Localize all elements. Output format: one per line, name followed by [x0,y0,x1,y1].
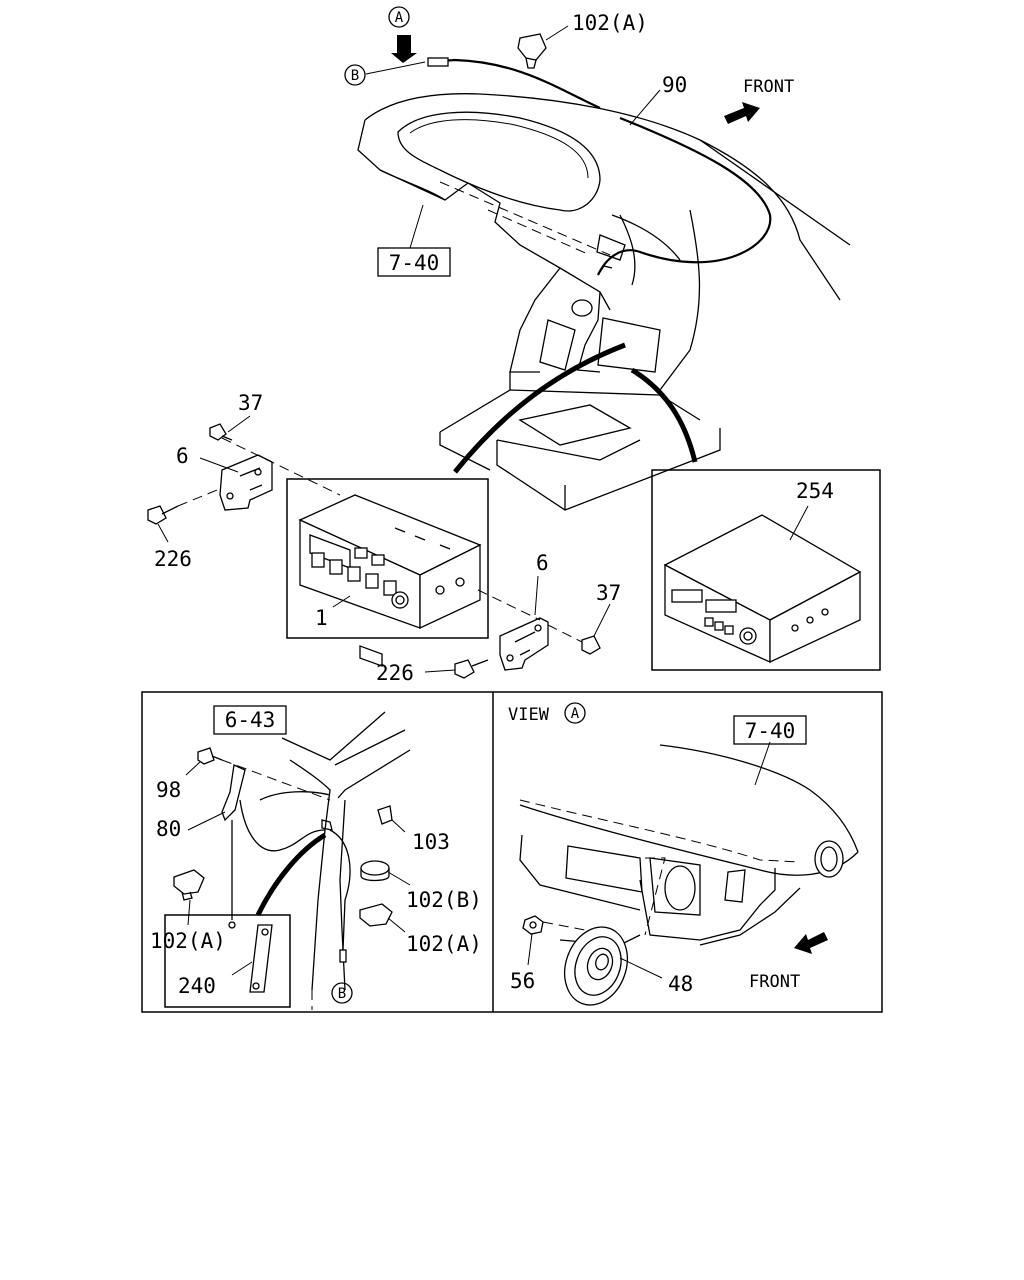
leader-226-right [424,669,456,673]
bolt-37-left [209,423,233,441]
callout-103: 103 [412,830,450,854]
callout-48: 48 [668,972,693,996]
front-label-view-a: FRONT [749,972,800,992]
callout-102a-left: 102(A) [150,929,226,953]
leader-102a-left [187,899,191,926]
leader-bolt-37-right [547,624,583,643]
callout-1: 1 [315,606,328,630]
leader-98 [185,761,201,776]
callout-80: 80 [156,817,181,841]
radio-unit-1 [298,494,482,667]
antenna-240 [249,924,273,993]
radio-unit-254 [663,514,862,664]
antenna-feeder-80 [221,764,351,963]
callout-102a-top: 102(A) [572,11,648,35]
front-arrow-top-icon [724,102,760,124]
view-curve-240 [255,832,327,917]
leader-6-left [199,457,239,473]
ref-box-panel-view-a [733,715,807,745]
ref-panel-view-a[interactable]: 7-40 [745,719,796,743]
marker-b-top-circle [344,64,366,86]
marker-b-top: B [351,68,359,84]
clamp-103 [377,805,393,825]
callout-226-right: 226 [376,661,414,685]
antenna-cable-90 [427,57,772,276]
clip-102a-right [359,903,393,927]
leader-bolt-226-left [177,487,223,507]
bracket-6-left [219,454,273,511]
nut-56 [522,915,544,935]
callout-240: 240 [178,974,216,998]
marker-b-bottom-circle [331,982,353,1004]
callout-226-left: 226 [154,547,192,571]
leader-radio-bracket-right [477,589,541,621]
leader-screw-98 [221,759,331,801]
ref-panel-top[interactable]: 7-40 [389,251,440,275]
leader-bolt-37-left [221,437,341,496]
leader-37-left [227,415,251,433]
view-a-arrow-top [391,35,417,63]
view-a-marker-circle [564,702,586,724]
pillar-drawing [259,711,411,1010]
leader-nut-56 [542,921,586,931]
leader-80 [187,811,226,831]
leader-240 [231,961,253,976]
front-label-top: FRONT [743,77,794,97]
callout-56: 56 [510,969,535,993]
view-a-label: VIEW [508,705,550,725]
ref-box-panel-top [377,247,451,277]
marker-b-bottom: B [338,986,346,1002]
callout-6-left: 6 [176,444,189,468]
leader-7-40 [409,204,424,249]
callout-102b: 102(B) [406,888,482,912]
marker-a-top: A [395,10,404,26]
radio-box [286,478,489,639]
leader-37-right [593,603,611,637]
bottom-panels-frame [141,691,883,1013]
leader-102a-right [387,917,406,933]
radio-254-box [651,469,881,671]
bolt-226-right [454,659,489,679]
leader-254 [789,505,809,541]
callout-98: 98 [156,778,181,802]
leader-48 [619,957,663,979]
marker-a-top-circle [388,6,410,28]
leader-102b [387,871,411,886]
callout-37-left: 37 [238,391,263,415]
instrument-panel-drawing [357,93,851,511]
leader-103 [391,819,406,833]
leader-90 [629,89,661,126]
screw-98 [197,747,223,765]
bolt-37-right [581,635,601,655]
ref-box-pillar [213,705,287,735]
antenna-240-box [164,914,291,1008]
callout-6-right: 6 [536,551,549,575]
leader-56 [527,933,533,966]
leader-7-40-view [754,741,771,786]
callout-90: 90 [662,73,687,97]
callout-254: 254 [796,479,834,503]
bolt-226-left [147,505,179,525]
view-a-marker: A [571,706,580,722]
speaker-48 [564,926,628,1006]
clip-102a-left [173,869,205,901]
clip-102b [360,860,390,882]
callout-37-right: 37 [596,581,621,605]
bracket-6-right [499,617,549,671]
front-arrow-view-a-icon [794,932,828,954]
leader-226-left [157,523,169,543]
ref-pillar[interactable]: 6-43 [225,708,276,732]
leader-6-right [534,575,539,616]
callout-102a-right: 102(A) [406,932,482,956]
leader-1 [332,595,351,608]
leader-b-top [365,61,426,75]
clip-102a-top [517,25,569,69]
view-a-drawing [519,744,859,946]
